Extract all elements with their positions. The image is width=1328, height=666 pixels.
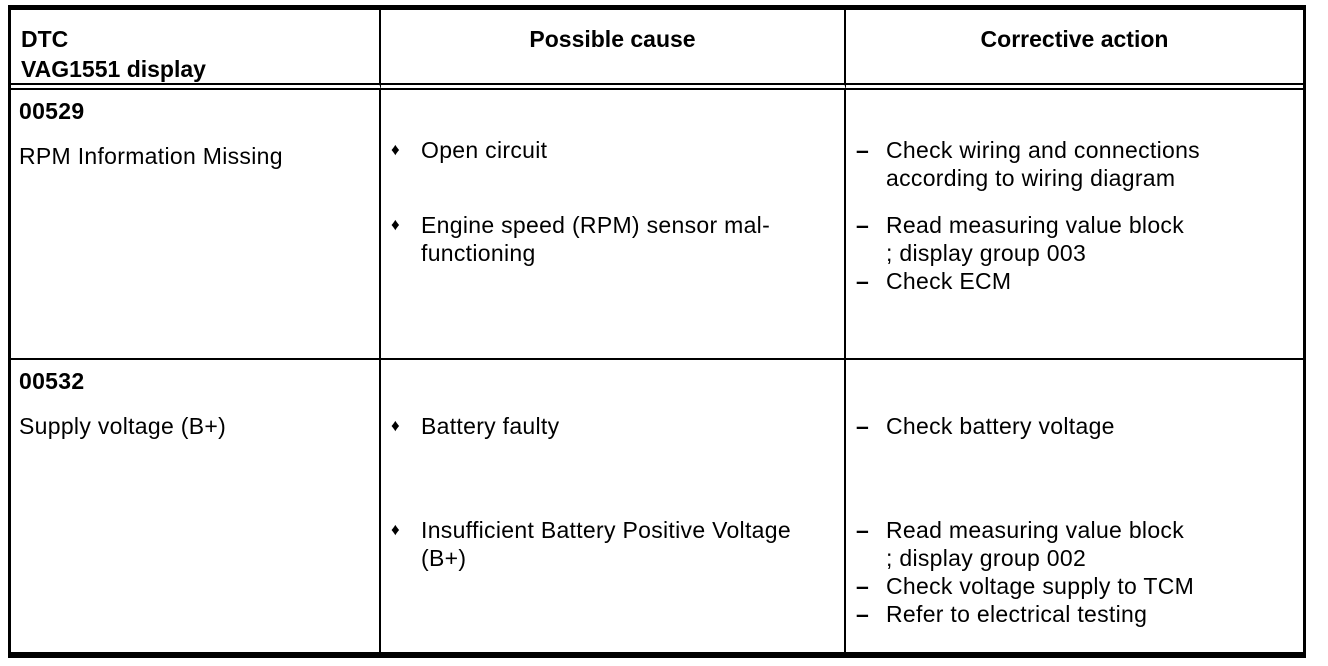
cause-entry: ♦ Open circuit	[391, 136, 834, 211]
action-text: Read measuring value block ; display gro…	[886, 517, 1185, 571]
action-text: Read measuring value block ; display gro…	[886, 212, 1185, 266]
action-item: – Check voltage supply to TCM	[856, 572, 1293, 600]
dash-bullet-icon: –	[856, 212, 870, 238]
action-item: – Refer to electrical testing	[856, 600, 1293, 628]
action-text: Check wiring and connections according t…	[886, 137, 1200, 191]
dtc-description: Supply voltage (B+)	[19, 413, 227, 439]
dash-bullet-icon: –	[856, 601, 870, 627]
cause-item: ♦ Insufficient Battery Positive Voltage …	[391, 516, 834, 572]
action-item: – Check ECM	[856, 267, 1293, 295]
diamond-bullet-icon: ♦	[391, 215, 400, 234]
diamond-bullet-icon: ♦	[391, 140, 400, 159]
dash-bullet-icon: –	[856, 413, 870, 439]
dash-bullet-icon: –	[856, 573, 870, 599]
dash-bullet-icon: –	[856, 517, 870, 543]
dtc-description: RPM Information Missing	[19, 143, 283, 169]
action-text: Check battery voltage	[886, 413, 1115, 439]
dtc-code: 00532	[19, 368, 85, 394]
header-dtc-label: DTC VAG1551 display	[21, 26, 206, 82]
header-possible-cause-label: Possible cause	[529, 26, 696, 52]
dash-bullet-icon: –	[856, 137, 870, 163]
action-entry: – Read measuring value block ; display g…	[856, 211, 1293, 295]
action-item: – Check wiring and connections according…	[856, 136, 1293, 192]
cause-text: Insufficient Battery Positive Voltage (B…	[421, 517, 791, 571]
header-dtc-vag1551-display: DTC VAG1551 display	[11, 10, 381, 90]
action-item: – Read measuring value block ; display g…	[856, 211, 1293, 267]
dtc-table: DTC VAG1551 display Possible cause Corre…	[8, 5, 1306, 658]
cause-text: Battery faulty	[421, 413, 560, 439]
action-item: – Check battery voltage	[856, 412, 1293, 440]
cause-entry: ♦ Engine speed (RPM) sensor mal- functio…	[391, 211, 834, 267]
cause-item: ♦ Engine speed (RPM) sensor mal- functio…	[391, 211, 834, 267]
dtc-row-00529-actions-cell: – Check wiring and connections according…	[846, 90, 1303, 360]
dtc-row-00529-causes-cell: ♦ Open circuit ♦ Engine speed (RPM) sens…	[381, 90, 846, 360]
action-entry: – Check wiring and connections according…	[856, 136, 1293, 211]
cause-text: Engine speed (RPM) sensor mal- functioni…	[421, 212, 771, 266]
action-text: Check voltage supply to TCM	[886, 573, 1195, 599]
header-corrective-action: Corrective action	[846, 10, 1303, 90]
cause-item: ♦ Battery faulty	[391, 412, 834, 440]
header-corrective-action-label: Corrective action	[980, 26, 1169, 52]
action-text: Refer to electrical testing	[886, 601, 1148, 627]
action-text: Check ECM	[886, 268, 1012, 294]
dtc-row-00532-code-cell: 00532 Supply voltage (B+)	[11, 360, 381, 652]
diamond-bullet-icon: ♦	[391, 416, 400, 435]
dash-bullet-icon: –	[856, 268, 870, 294]
action-entry: – Check battery voltage	[856, 412, 1293, 516]
action-item: – Read measuring value block ; display g…	[856, 516, 1293, 572]
cause-text: Open circuit	[421, 137, 548, 163]
cause-entry: ♦ Battery faulty	[391, 412, 834, 516]
dtc-row-00529-code-cell: 00529 RPM Information Missing	[11, 90, 381, 360]
diamond-bullet-icon: ♦	[391, 520, 400, 539]
header-possible-cause: Possible cause	[381, 10, 846, 90]
dtc-row-00532-actions-cell: – Check battery voltage – Read measuring…	[846, 360, 1303, 652]
action-entry: – Read measuring value block ; display g…	[856, 516, 1293, 628]
dtc-code: 00529	[19, 98, 85, 124]
cause-entry: ♦ Insufficient Battery Positive Voltage …	[391, 516, 834, 572]
cause-item: ♦ Open circuit	[391, 136, 834, 164]
dtc-row-00532-causes-cell: ♦ Battery faulty ♦ Insufficient Battery …	[381, 360, 846, 652]
